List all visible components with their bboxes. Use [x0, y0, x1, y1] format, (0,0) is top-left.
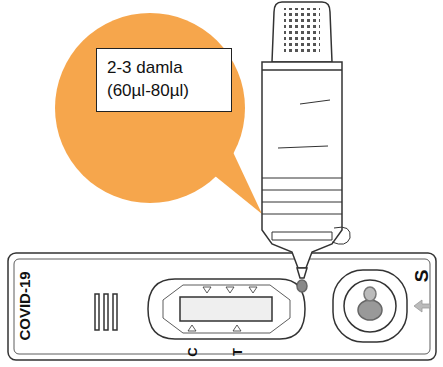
speech-bubble: [55, 13, 262, 214]
dose-text: 2-3 damla (60µl-80µl): [107, 57, 221, 103]
sample-well-mark: S: [412, 270, 431, 283]
callout-box: 2-3 damla (60µl-80µl): [96, 48, 232, 112]
test-line-mark: T: [231, 348, 244, 356]
control-line-mark: C: [186, 347, 199, 356]
dropper-bottle: [262, 2, 350, 292]
device-name: COVID-19: [17, 271, 32, 340]
test-cassette: [8, 253, 436, 360]
